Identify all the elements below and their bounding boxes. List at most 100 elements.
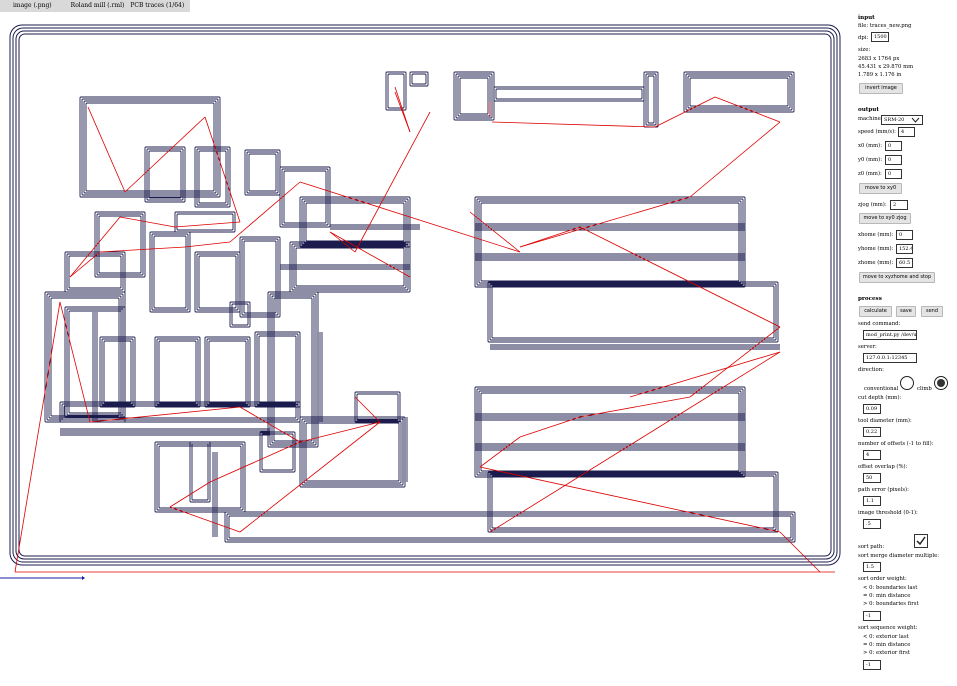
trace-outline <box>687 75 791 109</box>
trace-outline <box>94 211 146 278</box>
sort-order-label: sort order weight: <box>858 576 907 582</box>
trace-outline <box>194 251 241 313</box>
trace-outline <box>98 215 142 274</box>
sort-sequence-hint: < 0: exterior last <box>863 634 909 640</box>
trace-outline <box>158 445 242 509</box>
trace-outline <box>154 336 201 408</box>
yhome-label: yhome (mm): <box>858 246 894 252</box>
conventional-label: conventional <box>864 386 899 392</box>
zjog-input[interactable]: 2 <box>890 200 908 210</box>
direction-label: direction: <box>858 367 884 373</box>
sort-path-label: sort path: <box>858 544 885 550</box>
sort-merge-input[interactable]: 1.5 <box>863 562 881 572</box>
cut-depth-input[interactable]: 0.09 <box>863 404 881 414</box>
tab-roland-mill-rml[interactable]: Roland mill (.rml) <box>70 2 125 9</box>
conventional-radio[interactable] <box>900 376 914 390</box>
trace-outline <box>491 285 775 339</box>
xhome-input[interactable]: 0 <box>896 230 913 240</box>
tool-diameter-label: tool diameter (mm): <box>858 418 912 424</box>
machine-select[interactable]: SRM-20 <box>881 115 923 125</box>
sort-sequence-hint: = 0: min distance <box>863 642 911 648</box>
trace-outline <box>683 71 795 113</box>
sort-order-input[interactable]: -1 <box>863 611 881 621</box>
move-line <box>14 301 61 573</box>
trace-outline <box>156 338 199 406</box>
climb-label: climb <box>917 386 932 392</box>
y0-input[interactable]: 0 <box>885 155 902 165</box>
move-line <box>519 196 691 248</box>
move-to-xy0-zjog-button[interactable]: move to xy0 zjog <box>859 213 911 224</box>
offsets-input[interactable]: 4 <box>863 450 881 460</box>
threshold-input[interactable]: .5 <box>863 519 881 529</box>
dpi-label: dpi: <box>858 35 869 41</box>
move-line <box>239 406 301 443</box>
overlap-input[interactable]: 50 <box>863 473 881 483</box>
x0-input[interactable]: 0 <box>885 141 902 151</box>
z0-input[interactable]: 0 <box>885 169 902 179</box>
trace-outline <box>194 146 231 208</box>
tab-pcb-traces[interactable]: PCB traces (1/64) <box>130 2 185 9</box>
tool-diameter-input[interactable]: 0.22 <box>863 427 881 437</box>
move-line <box>354 111 431 253</box>
sort-order-hint: < 0: boundaries last <box>863 585 918 591</box>
move-line <box>87 106 126 193</box>
trace-outline <box>387 73 405 109</box>
move-line <box>209 441 301 483</box>
board-outline <box>9 24 841 566</box>
calculate-button[interactable]: calculate <box>859 306 892 317</box>
trace-outline <box>231 303 249 326</box>
trace-outline <box>459 77 489 115</box>
trace-outline <box>457 75 491 117</box>
move-line <box>394 86 411 133</box>
trace-outline <box>385 71 407 111</box>
server-input[interactable]: 127.0.0.1:12345 <box>863 353 917 363</box>
move-line <box>169 506 241 533</box>
tab-image-png[interactable]: image (.png) <box>13 2 52 9</box>
move-line <box>354 396 381 423</box>
trace-outline <box>96 213 144 276</box>
move-line <box>174 221 241 228</box>
trace-outline <box>158 340 197 404</box>
save-button[interactable]: save <box>896 306 916 317</box>
speed-input[interactable]: 4 <box>898 127 915 137</box>
move-to-xy0-button[interactable]: move to xy0 <box>859 183 902 194</box>
send-command-input[interactable]: mod_print.py /dev/u <box>863 330 917 340</box>
toolpath-canvas[interactable] <box>0 12 850 682</box>
move-line <box>519 416 581 438</box>
threshold-label: image threshold (0-1): <box>858 510 918 516</box>
trace-outline <box>226 513 794 541</box>
move-line <box>689 121 781 198</box>
trace-outline <box>301 198 409 246</box>
path-error-input[interactable]: 1.1 <box>863 496 881 506</box>
send-button[interactable]: send <box>921 306 943 317</box>
yhome-input[interactable]: 152.4 <box>896 244 913 254</box>
move-line <box>69 251 101 278</box>
size-px: 2683 x 1764 px <box>858 56 900 62</box>
move-line <box>519 226 581 248</box>
move-line <box>229 181 301 243</box>
trace-outline <box>153 235 187 309</box>
trace-outline <box>476 198 744 286</box>
move-line <box>779 531 821 573</box>
move-line <box>119 216 176 228</box>
climb-radio[interactable] <box>934 376 948 390</box>
zhome-input[interactable]: 60.5 <box>896 258 913 268</box>
sort-path-checkbox[interactable] <box>914 534 928 548</box>
trace-outline <box>489 473 777 531</box>
move-line <box>239 421 381 533</box>
trace-outline <box>248 153 277 192</box>
trace-outline <box>455 73 493 119</box>
move-to-xyzhome-button[interactable]: move to xyzhome and stop <box>859 272 935 283</box>
move-line <box>579 226 781 328</box>
x-axis-arrow <box>82 576 85 580</box>
trace-outline <box>174 211 236 233</box>
dpi-input[interactable]: 1500 <box>871 32 889 42</box>
trace-outline <box>151 233 189 311</box>
move-line <box>469 211 521 253</box>
sort-order-hint: = 0: min distance <box>863 593 911 599</box>
trace-outline <box>204 336 251 408</box>
machine-value: SRM-20 <box>884 117 905 123</box>
trace-outline <box>101 338 134 406</box>
sort-sequence-input[interactable]: -1 <box>863 660 881 670</box>
invert-image-button[interactable]: invert image <box>859 83 903 94</box>
